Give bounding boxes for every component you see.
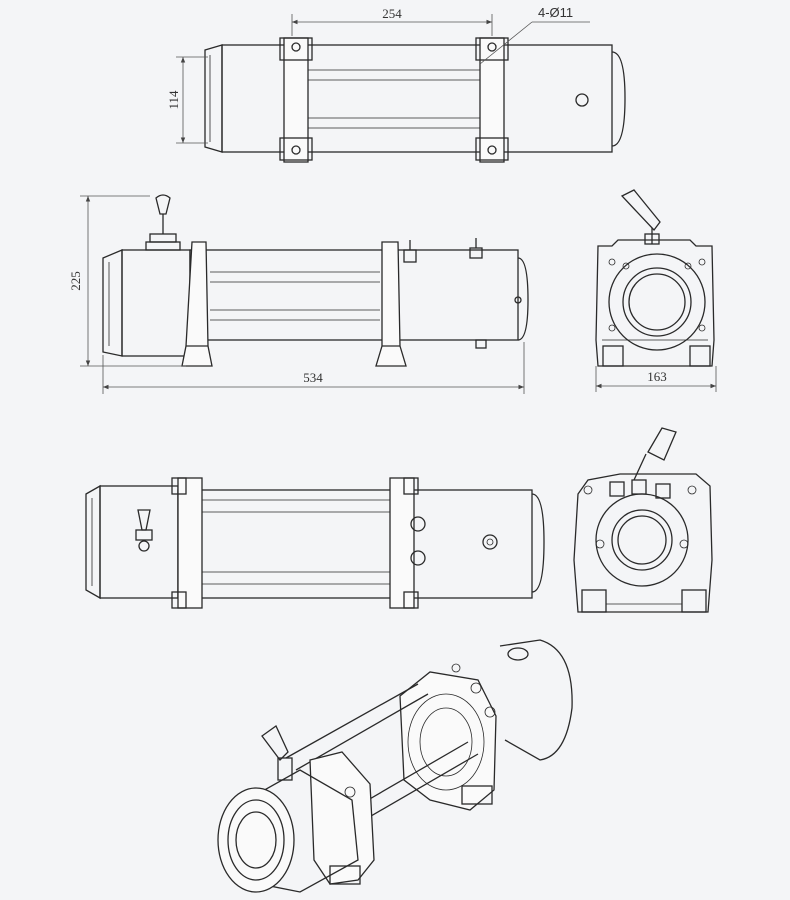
isometric-view bbox=[217, 639, 573, 893]
bottom-view bbox=[85, 477, 545, 609]
dim-side-height: 225 bbox=[68, 271, 83, 291]
dim-end-width: 163 bbox=[647, 369, 667, 384]
dim-top-height: 114 bbox=[166, 90, 181, 110]
end-view-front bbox=[573, 427, 713, 613]
dim-bolt-holes: 4-Ø11 bbox=[538, 5, 573, 20]
dim-top-width: 254 bbox=[382, 6, 402, 21]
end-view: 163 bbox=[595, 189, 717, 392]
dim-overall-length: 534 bbox=[303, 370, 323, 385]
side-view: 225 534 bbox=[68, 194, 529, 394]
top-view: 254 4-Ø11 114 bbox=[166, 5, 626, 163]
